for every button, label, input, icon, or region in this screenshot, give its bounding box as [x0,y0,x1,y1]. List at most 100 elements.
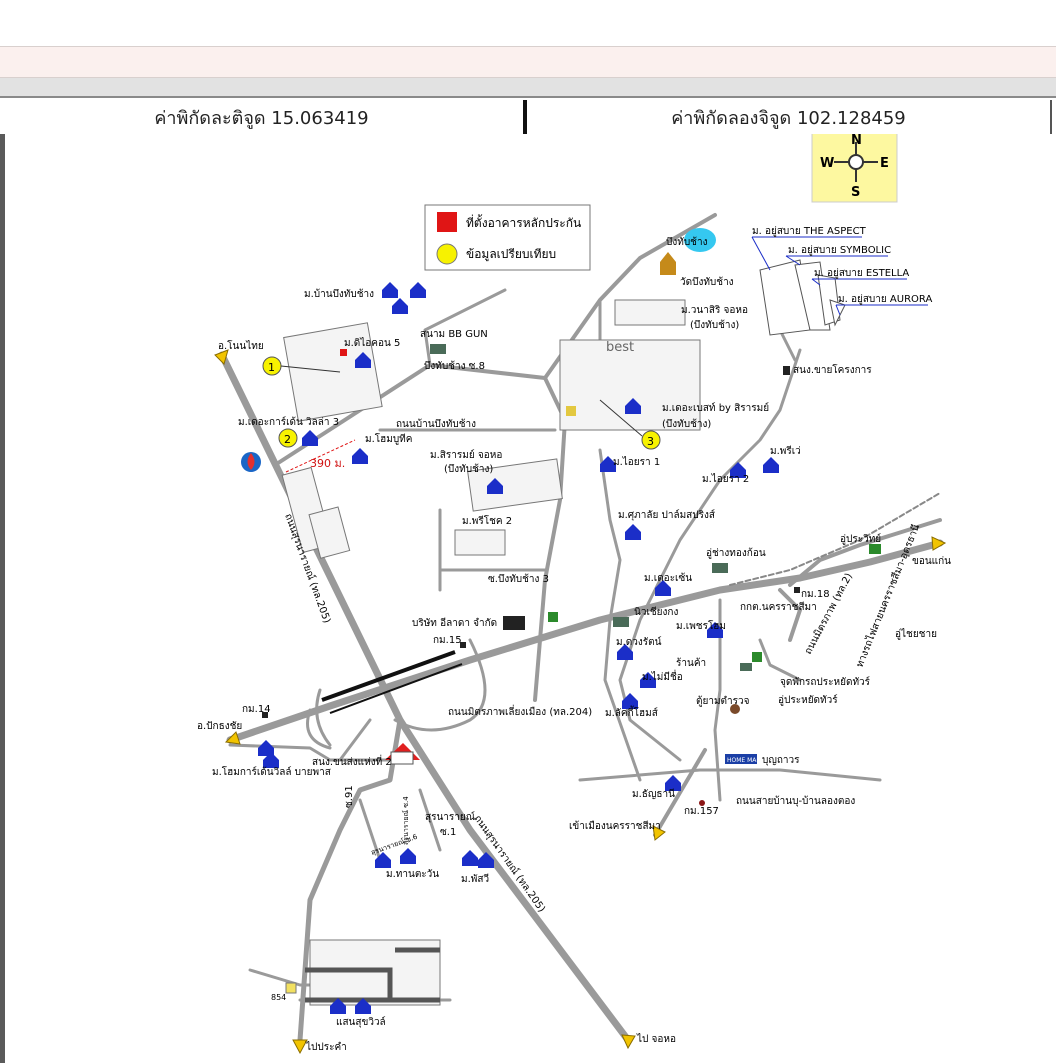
km15-marker-icon [460,642,466,648]
km14-marker-icon [262,712,268,718]
marker-1: 1 [268,361,275,374]
header-bar [0,46,1056,78]
compass-w: W [820,156,834,171]
label-leaders [751,236,928,316]
label-nonthai: อ.โนนไทย [218,339,264,352]
label-sales-office: สนง.ขายโครงการ [793,363,872,376]
label-thanyathani: ม.ธัญธานี [632,788,675,800]
label-niew-chiang: นิวเชียงกง [634,606,678,618]
label-sirarom-chohor: ม.สิรารมย์ จอหอ [430,449,502,461]
compass-n: N [851,134,862,148]
arrow-chohor-icon [621,1034,636,1050]
label-ban-bueng-thap-chang: ม.บ้านบึงทับช้าง [304,288,374,300]
aspect-lots [759,259,846,336]
label-supalai: ม.ศุภาลัย ปาล์มสปริงส์ [618,509,715,521]
location-map: N S E W ที่ตั้งอาคารหลักประกัน ข้อมูลเปร… [197,134,951,1055]
label-prichot2: ม.พรีโชค 2 [462,514,512,527]
left-border [0,134,5,1063]
latitude-cell: ค่าพิกัดละติจูด 15.063419 [0,100,523,134]
marker-2: 2 [284,433,291,446]
label-symbolic: ม. อยู่สบาย SYMBOLIC [788,245,891,256]
label-korat-police: กกต.นครราชสีมา [740,601,817,613]
temple-icon [660,252,676,275]
label-lucky-home: ม.ลัคกี้โฮมส์ [605,705,658,719]
label-shop: ร้านค้า [676,657,706,669]
km157-marker-icon [699,800,705,806]
idlada-building-icon [503,616,525,630]
label-the-zen: ม.เดอะเซ้น [644,572,692,584]
compass-s: S [851,185,860,200]
legend-comparable: ข้อมูลเปรียบเทียบ [466,247,556,262]
home-mart-icon [725,754,757,764]
arrow-khonkaen-icon [931,536,947,551]
label-best: best [606,340,634,355]
longitude-label: ค่าพิกัดลองจิจูด 102.128459 [671,107,906,129]
arrow-pakthongchai-icon [224,731,241,745]
label-soi-91: ซ.91 [344,785,355,808]
housing-estates [281,299,701,1006]
label-the-best-sirarom: ม.เดอะเบสท์ by สิรารมย์ [662,402,769,414]
route-854-icon [285,982,297,994]
column-divider [523,100,527,134]
label-sirarom-chohor-2: (บึงทับช้าง) [444,463,493,475]
label-bunthawon: บุญถาวร [762,755,800,766]
police-booth-icon [730,704,740,714]
label-tour-bus: จุดพักรถประหยัดทัวร์ [780,676,871,688]
label-suranarai-soi-4: สุรนารายณ์ ซ.4 [402,796,410,845]
arrow-city-icon [652,825,666,841]
label-police-booth: ตู้ยามตำรวจ [696,695,750,707]
label-road-ban-bueng: ถนนบ้านบึงทับช้าง [396,418,476,430]
best-icon [566,406,576,416]
label-u-prayat: อู่ประหยัดทัวร์ [778,694,838,706]
comparable-markers: 1 2 3 [262,356,661,450]
latitude-label: ค่าพิกัดละติจูด 15.063419 [154,107,369,129]
label-khon-kaen: ขอนแก่น [912,556,951,567]
marker-3: 3 [647,435,654,448]
building-icons [262,252,881,994]
label-aspect: ม. อยู่สบาย THE ASPECT [752,226,867,237]
mittraphap-bypass-road [226,539,944,744]
label-route-854: 854 [271,993,286,1002]
label-d-icon5: ม.ดิไอคอน 5 [344,337,400,349]
shop-building-icon [740,663,752,671]
label-garden-villa3: ม.เดอะการ์เด้น วิลล่า 3 [238,416,339,428]
label-mai-mi-chue: ม.ไม่มีชื่อ [642,669,683,683]
label-km15: กม.15 [433,635,462,646]
railway [729,492,941,586]
label-u-prawit: อู่ประวิทย์ [840,533,881,545]
sales-office-icon [783,366,790,375]
coordinates-row: ค่าพิกัดละติจูด 15.063419 ค่าพิกัดลองจิจ… [0,100,1052,134]
longitude-cell: ค่าพิกัดลองจิจูด 102.128459 [527,100,1050,134]
label-estella: ม. อยู่สบาย ESTELLA [814,268,909,279]
label-suranarai-1: สุรนารายณ์ [425,811,475,823]
gas-station-icon [241,452,261,472]
label-mittraphap-bypass: ถนนมิตรภาพเลี่ยงเมือง (ทล.204) [448,704,592,718]
comparable-legend-swatch [436,243,458,265]
label-km18: กม.18 [801,589,830,600]
legend: ที่ตั้งอาคารหลักประกัน ข้อมูลเปรียบเทียบ [424,204,591,271]
label-bueng-3: ซ.บึงทับช้าง 3 [488,573,549,585]
legend-property: ที่ตั้งอาคารหลักประกัน [466,214,581,230]
label-pak-thong-chai: อ.ปักธงชัย [197,721,242,732]
label-home-boutique: ม.โฮมบูทีค [365,432,412,445]
label-home-mart: HOME MART [727,757,764,764]
label-home-garden-bypass: ม.โฮมการ์เด้นวิลล์ บายพาส [212,765,331,778]
overpass [321,650,463,714]
label-km157: กม.157 [684,806,719,817]
tour-stop-icon [752,652,762,662]
direction-arrows [214,349,947,1055]
label-pet-home: ม.เพชรโฮม [676,619,726,632]
label-bueng-thap-chang-8: บึงทับช้าง ซ.8 [424,360,485,372]
label-idlada: บริษัท อีลาดา จำกัด [412,617,497,629]
label-lake: บึงทับช้าง [666,236,708,248]
label-bb-gun: สนาม BB GUN [420,329,488,340]
estate-lines [305,947,440,1003]
niewchiang-building-icon [613,617,629,627]
label-km14: กม.14 [242,704,271,715]
arrow-nonthai-icon [214,349,229,365]
label-mittraphap-right: ถนนมิตรภาพ (ทล.2) [803,571,855,656]
arrow-prakhon-icon [292,1039,308,1055]
km18-marker-icon [794,587,800,593]
label-duang-rat: ม.ดวงรัตน์ [616,636,662,648]
distance-label: 390 ม. [310,457,345,470]
